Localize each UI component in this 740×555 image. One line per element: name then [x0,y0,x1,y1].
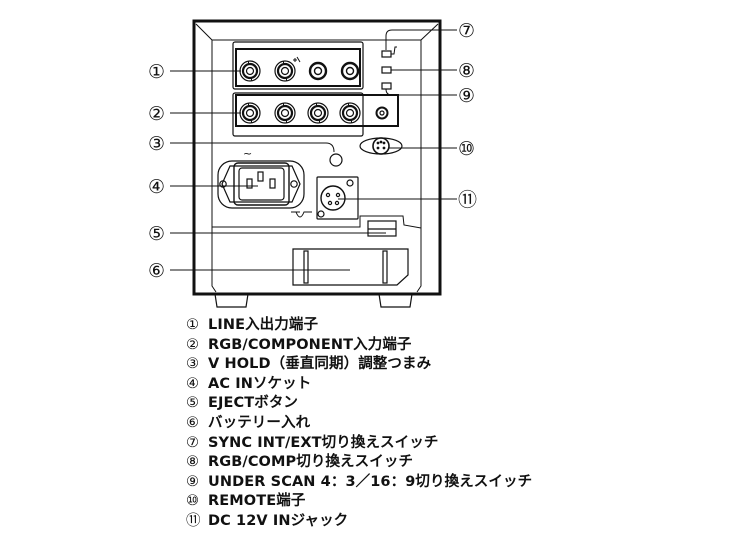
legend-item: ③ V HOLD（垂直同期）調整つまみ [186,355,532,375]
line-terminal-panel [235,48,361,87]
callout-3: ③ [148,133,165,155]
legend-item: ⑤ EJECTボタン [186,394,532,414]
cabinet-outline [192,19,442,296]
legend-label: LINE入出力端子 [208,317,319,333]
legend-num: ① [186,317,200,333]
bnc-jack [239,102,261,124]
mini-jack [375,106,389,120]
callout-6: ⑥ [148,260,165,282]
bnc-jack [274,60,296,82]
ac-inlet [217,160,305,209]
legend-num: ⑦ [186,434,200,451]
dc-polarity-symbol [291,211,312,218]
panel-divider [212,215,422,229]
foot-left [214,293,249,308]
callout-7: ⑦ [458,20,475,42]
legend-item: ② RGB/COMPONENT入力端子 [186,336,532,356]
legend-num: ⑩ [186,493,200,510]
leader-7 [385,29,457,50]
bnc-jack [239,60,261,82]
callout-2: ② [148,103,165,125]
callout-5: ⑤ [148,223,165,245]
rgb-terminal-panel-outer [232,92,364,137]
legend-label: SYNC INT/EXT切り換えスイッチ [208,434,439,451]
bnc-jack [307,102,329,124]
callout-11: ⑪ [458,189,477,211]
rgb-terminal-panel [235,94,399,127]
legend-label: バッテリー入れ [208,414,311,431]
rear-panel-diagram: ~ [148,19,477,308]
v-hold-knob [329,153,343,167]
rca-jack [308,61,328,81]
callout-8: ⑧ [458,60,475,82]
dc-xlr-jack [316,176,359,220]
legend-num: ⑧ [186,454,200,471]
foot-right [378,293,413,308]
leader-3 [170,142,335,153]
legend-item: ④ AC INソケット [186,375,532,395]
legend-label: EJECTボタン [208,395,299,412]
legend-label: V HOLD（垂直同期）調整つまみ [208,356,432,373]
callout-4: ④ [148,176,165,198]
legend-label: DC 12V INジャック [208,512,349,529]
bnc-jack [339,102,361,124]
legend-label: RGB/COMP切り換えスイッチ [208,454,414,471]
legend-num: ⑨ [186,473,200,490]
rca-jack [340,61,360,81]
underscan-switch [381,82,392,90]
ac-symbol: ~ [243,147,252,160]
legend-num: ⑪ [186,512,201,529]
legend-num: ④ [186,375,200,392]
leader-9 [385,88,457,96]
legend-num: ⑤ [186,395,200,412]
legend-item: ⑩ REMOTE端子 [186,492,532,512]
battery-compartment [292,248,409,286]
legend-item: ⑧ RGB/COMP切り換えスイッチ [186,453,532,473]
remote-connector [359,137,403,155]
legend-num: ② [186,336,200,353]
legend-label: UNDER SCAN 4：3／16：9切り換えスイッチ [208,473,533,490]
video-marker-icon [293,56,301,63]
callout-10: ⑩ [458,138,475,160]
rgb-comp-switch [381,66,392,74]
callout-9: ⑨ [458,85,475,107]
legend-item: ⑨ UNDER SCAN 4：3／16：9切り換えスイッチ [186,473,532,493]
legend-item: ⑥ バッテリー入れ [186,414,532,434]
bnc-jack [274,102,296,124]
legend-num: ⑥ [186,414,200,431]
legend-label: REMOTE端子 [208,493,306,510]
legend-list: ① LINE入出力端子 ② RGB/COMPONENT入力端子 ③ V HOLD（垂直… [186,316,532,532]
callout-1: ① [148,61,165,83]
sync-switch [381,50,392,58]
legend-item: ① LINE入出力端子 [186,316,532,336]
legend-item: ⑪ DC 12V INジャック [186,512,532,532]
legend-label: AC INソケット [208,375,312,392]
legend-num: ③ [186,356,200,373]
legend-item: ⑦ SYNC INT/EXT切り換えスイッチ [186,434,532,454]
line-terminal-panel-outer [232,41,364,90]
legend-label: RGB/COMPONENT入力端子 [208,336,412,353]
